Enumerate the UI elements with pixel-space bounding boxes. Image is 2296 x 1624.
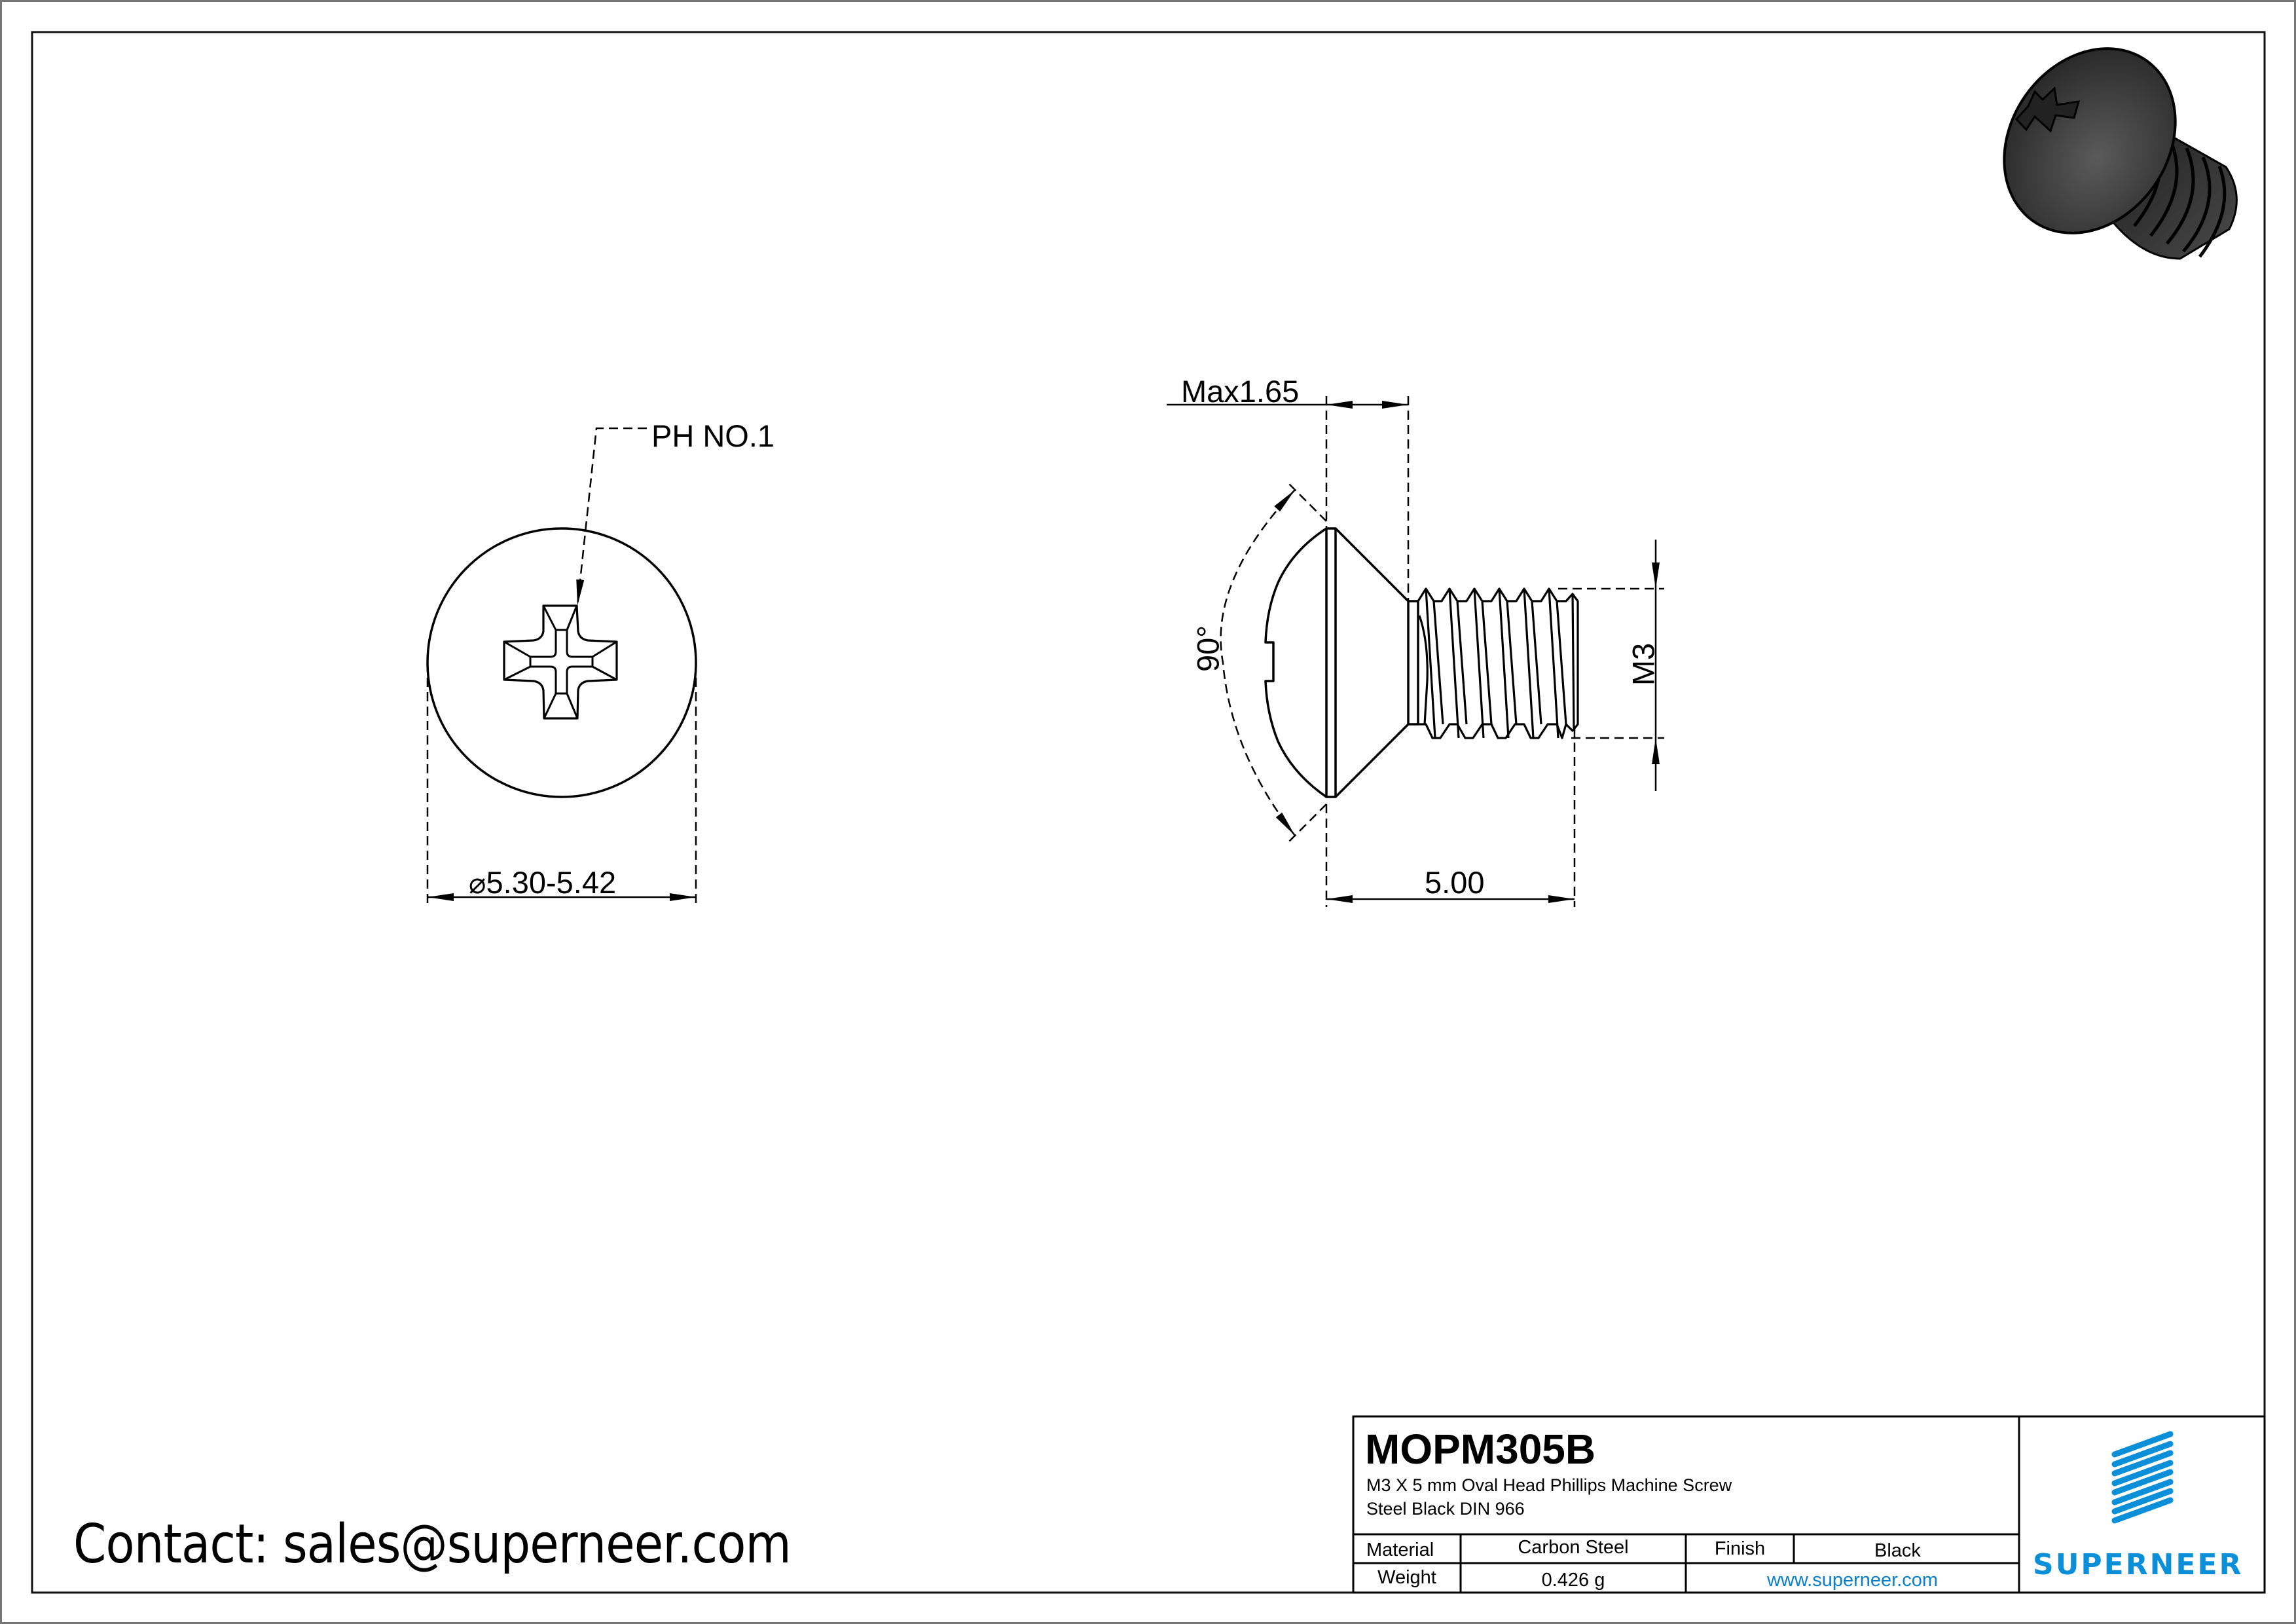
- diameter-dimension-label: ⌀5.30-5.42: [469, 867, 616, 898]
- phillips-recess-icon: [503, 604, 618, 720]
- weight-label: Weight: [1377, 1567, 1436, 1588]
- title-block-grid: [1352, 1415, 2266, 1594]
- superneer-brand-name: SUPERNEER: [2033, 1548, 2244, 1581]
- inner-frame-border: [31, 31, 2266, 1594]
- side-view: [1264, 527, 1419, 798]
- material-value: Carbon Steel: [1518, 1537, 1629, 1558]
- ph-recess-callout: PH NO.1: [651, 418, 775, 453]
- weight-value: 0.426 g: [1541, 1570, 1605, 1591]
- head-outline-circle: [426, 527, 697, 798]
- finish-label: Finish: [1714, 1538, 1766, 1559]
- head-height-dimension: [1167, 396, 1410, 601]
- thread-size-label: M3: [1626, 642, 1661, 686]
- diameter-symbol-icon: ⌀: [469, 867, 486, 900]
- head-angle-dimension: [1220, 483, 1327, 843]
- diameter-dimension: [426, 678, 697, 905]
- part-number: MOPM305B: [1365, 1426, 1596, 1473]
- superneer-stripes-logo-icon: [2111, 1431, 2174, 1524]
- head-height-label: Max1.65: [1181, 374, 1300, 409]
- finish-value: Black: [1874, 1540, 1921, 1561]
- ph-callout-leader: [576, 427, 647, 606]
- title-block: MOPM305B M3 X 5 mm Oval Head Phillips Ma…: [1353, 1416, 2265, 1593]
- website-link[interactable]: www.superneer.com: [1766, 1570, 1939, 1591]
- contact-email[interactable]: Contact: sales@superneer.com: [73, 1513, 792, 1576]
- diameter-value: 5.30-5.42: [486, 865, 617, 900]
- head-angle-label: 90°: [1190, 625, 1226, 673]
- 3d-screw-render-icon: [2003, 47, 2238, 260]
- length-dimension: [1325, 728, 1576, 907]
- thread-diameter-dimension: [1558, 540, 1664, 791]
- description-line-2: Steel Black DIN 966: [1366, 1499, 1525, 1519]
- material-label: Material: [1366, 1540, 1434, 1560]
- front-view: [426, 527, 697, 798]
- oval-head-dome: [1264, 527, 1327, 798]
- description-line-1: M3 X 5 mm Oval Head Phillips Machine Scr…: [1366, 1475, 1732, 1495]
- length-label: 5.00: [1425, 865, 1485, 900]
- thread-body: [1417, 587, 1579, 739]
